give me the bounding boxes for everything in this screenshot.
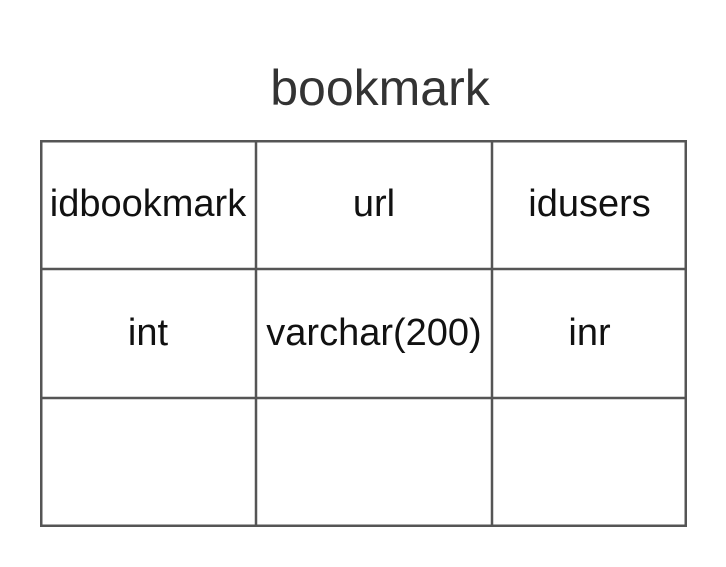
empty-cell [256,398,492,527]
column-type-cell: int [127,312,169,354]
table-grid-lines [40,140,687,527]
column-name-cell: idbookmark [49,183,247,225]
empty-cell [492,398,687,527]
column-name-cell: idusers [528,183,651,225]
column-name-cell: url [352,183,396,225]
column-type-cell: inr [568,312,611,354]
entity-table: idbookmark url idusers int varchar(200) … [40,140,687,527]
entity-title: bookmark [270,60,490,116]
column-type-cell: varchar(200) [266,312,482,354]
table-border [40,140,687,527]
empty-cell [40,398,256,527]
